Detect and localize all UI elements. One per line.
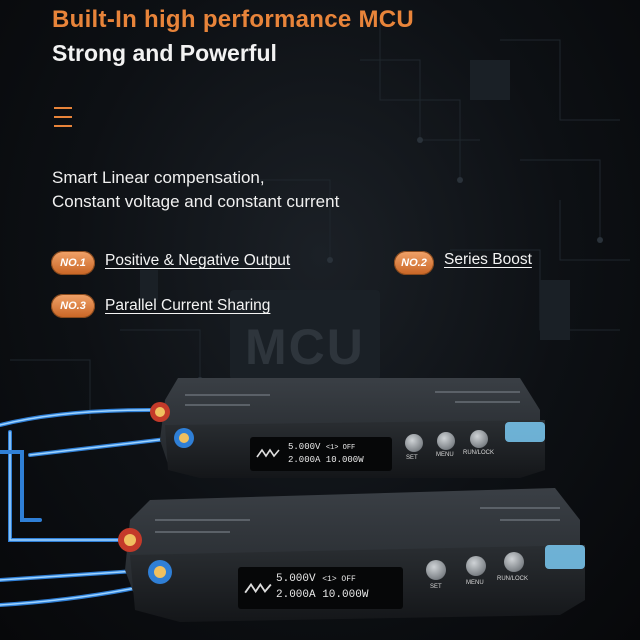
device-2-run-lock-label: RUN/LOCK [497,576,529,582]
device-2-current-power: 2.000A 10.000W [276,589,369,601]
mcu-chip-label: MCU [245,319,365,375]
device-2-output-status: <1> OFF [322,575,356,584]
device-2-voltage: 5.000V [276,573,316,585]
device-2-menu-label: MENU [466,580,484,586]
feature-badge-2: NO.2 [394,251,434,275]
brand-logo-icon [244,582,272,594]
device-1-set-label: SET [406,455,418,461]
device-1-run-lock-button[interactable] [470,430,488,448]
device-1-display: 5.000V <1> OFF 2.000A 10.000W [250,437,392,471]
device-1-voltage-line: 5.000V <1> OFF [288,442,355,452]
device-1-current-power: 2.000A 10.000W [288,455,364,465]
device-1-menu-label: MENU [436,452,454,458]
device-2-set-button[interactable] [426,560,446,580]
brand-logo-icon [256,448,280,458]
headline: Built-In high performance MCU [52,6,415,33]
device-2-display: 5.000V <1> OFF 2.000A 10.000W [238,567,403,609]
menu-icon [52,103,74,131]
subheadline: Strong and Powerful [52,40,277,66]
device-1-voltage: 5.000V [288,442,321,452]
description-line-1: Smart Linear compensation, [52,168,265,187]
device-2-menu-button[interactable] [466,556,486,576]
feature-label-2: Series Boost [444,251,532,268]
feature-label-1: Positive & Negative Output [105,252,291,269]
feature-badge-1: NO.1 [51,251,95,275]
device-2-set-label: SET [430,584,442,590]
device-1-menu-button[interactable] [437,432,455,450]
device-1-output-status: <1> OFF [325,444,356,452]
feature-label-3: Parallel Current Sharing [105,297,271,314]
feature-badge-3: NO.3 [51,294,95,318]
device-1-set-button[interactable] [405,434,423,452]
device-2-voltage-line: 5.000V <1> OFF [276,573,356,585]
description-line-2: Constant voltage and constant current [52,192,340,211]
device-1-run-lock-label: RUN/LOCK [463,450,495,456]
device-2-run-lock-button[interactable] [504,552,524,572]
